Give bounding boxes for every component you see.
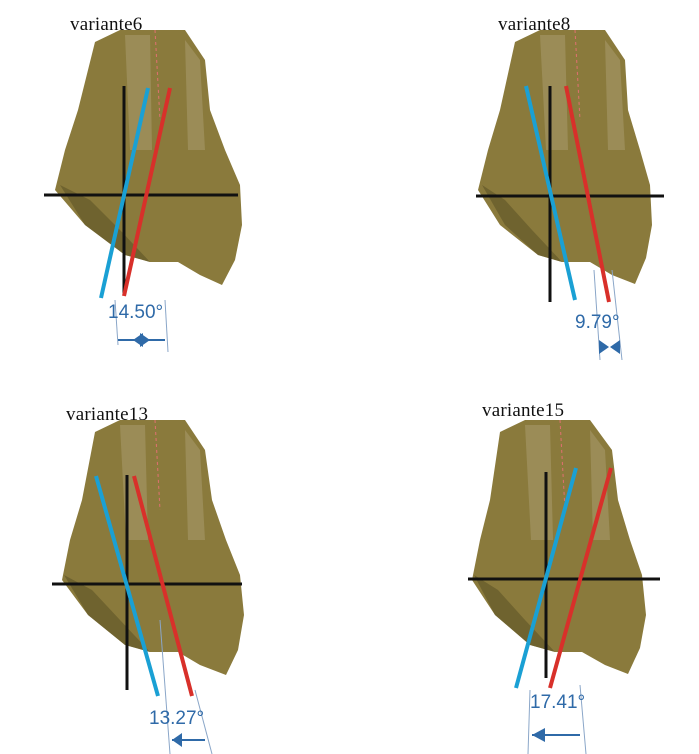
angle-arrowhead (532, 728, 545, 742)
angle-reference-line (527, 689, 531, 754)
angle-arrowhead (140, 333, 150, 347)
angle-reference-line (579, 684, 587, 754)
angle-label: 17.41° (530, 692, 586, 713)
variant-label: variante6 (70, 14, 143, 35)
red-axis-line (548, 467, 613, 689)
angle-reference-line (194, 689, 213, 754)
angle-arrowhead (599, 340, 609, 354)
variant-label: variante8 (498, 14, 571, 35)
angle-reference-line (164, 299, 169, 353)
red-axis-line (122, 87, 172, 297)
bone-figure-variante8 (476, 29, 664, 361)
blue-axis-line (94, 475, 160, 697)
angle-label: 14.50° (108, 302, 164, 323)
bone-shadow (474, 575, 555, 652)
red-axis-line (564, 85, 611, 303)
bone-highlight (185, 430, 205, 540)
blue-axis-line (99, 87, 150, 299)
bone-figure-variante6 (44, 29, 242, 353)
angle-arrowhead (610, 340, 620, 354)
bone-highlight (185, 40, 205, 150)
bone-figure-variante13 (52, 419, 244, 754)
angle-reference-line (611, 269, 623, 361)
bone-shape (472, 420, 646, 674)
bone-figure-variante15 (468, 419, 660, 754)
bone-highlight (125, 35, 152, 150)
angle-reference-line (159, 619, 171, 754)
angle-label: 13.27° (149, 708, 205, 729)
bone-highlight (540, 35, 568, 150)
bone-highlight (590, 430, 610, 540)
variant-label: variante15 (482, 400, 565, 421)
panel-variante15: variante15 17.41° (350, 390, 699, 754)
angle-reference-line (114, 299, 119, 346)
red-axis-line (132, 475, 194, 697)
panel-variante8: variante8 9.79° (350, 0, 699, 361)
panel-variante13: variante13 13.27° (0, 390, 330, 754)
variant-label: variante13 (66, 404, 149, 425)
bone-shadow (482, 185, 562, 262)
blue-axis-line (524, 85, 577, 301)
panel-variante6: variante6 14.50° (0, 0, 330, 360)
bone-highlight (605, 40, 625, 150)
blue-axis-line (514, 467, 578, 689)
bone-shadow (60, 185, 150, 262)
angle-label: 9.79° (575, 312, 620, 333)
angle-arrowhead (172, 733, 182, 747)
